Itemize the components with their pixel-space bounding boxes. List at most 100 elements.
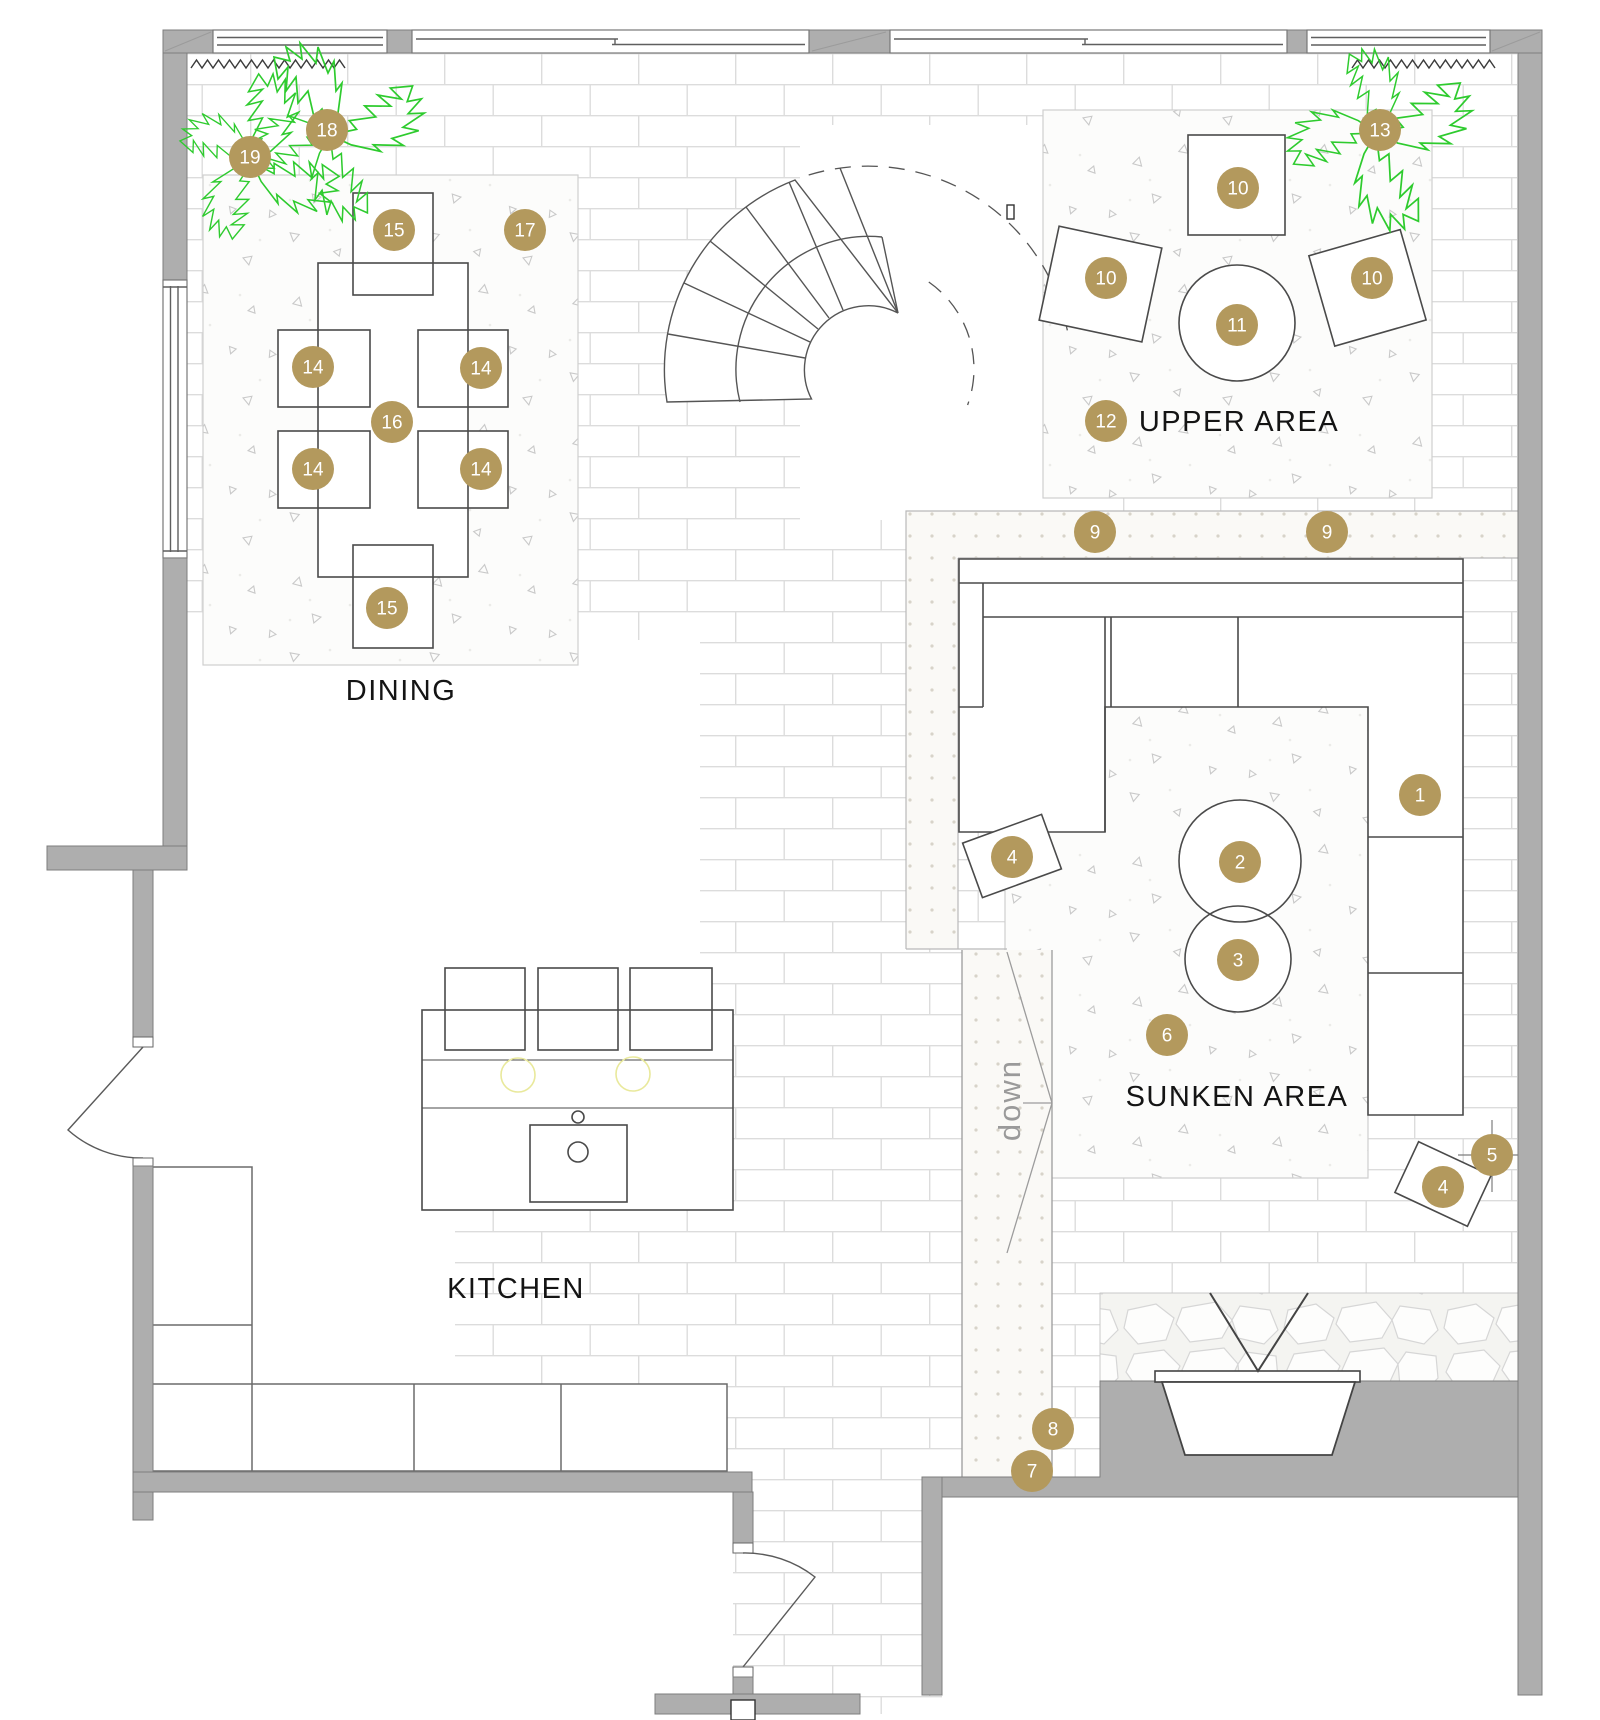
marker-circle — [1219, 841, 1261, 883]
marker-number: 14 — [470, 359, 492, 380]
walls — [46, 29, 1543, 1720]
marker-circle — [1074, 511, 1116, 553]
marker-number: 10 — [1095, 269, 1116, 290]
callout-marker-10: 10 — [1085, 257, 1127, 299]
upper-chair — [1038, 225, 1163, 343]
callout-marker-9: 9 — [1306, 511, 1348, 553]
spiral-stair — [663, 165, 1069, 406]
callout-marker-18: 18 — [306, 109, 348, 151]
label-upper-area: UPPER AREA — [1139, 406, 1339, 438]
wall-jog — [46, 845, 188, 871]
marker-number: 8 — [1048, 1420, 1059, 1441]
marker-number: 10 — [1227, 179, 1248, 200]
callout-marker-14: 14 — [460, 347, 502, 389]
marker-number: 9 — [1322, 523, 1333, 544]
callout-marker-7: 7 — [1011, 1450, 1053, 1492]
window-left — [162, 279, 188, 559]
marker-number: 14 — [302, 358, 324, 379]
dining-chair — [417, 329, 509, 408]
marker-circle — [292, 448, 334, 490]
marker-number: 4 — [1007, 848, 1018, 869]
callout-marker-15: 15 — [366, 587, 408, 629]
round-coffee-table — [1178, 799, 1302, 923]
callout-marker-12: 12 — [1085, 400, 1127, 442]
marker-number: 17 — [514, 221, 535, 242]
callout-marker-11: 11 — [1216, 304, 1258, 346]
callout-marker-14: 14 — [292, 448, 334, 490]
label-sunken-area: SUNKEN AREA — [1126, 1081, 1349, 1113]
sink-drain — [567, 1141, 589, 1163]
marker-number: 15 — [383, 221, 404, 242]
callout-marker-4: 4 — [991, 836, 1033, 878]
marker-circle — [1217, 167, 1259, 209]
marker-circle — [1422, 1166, 1464, 1208]
kitchen-stool — [629, 967, 713, 1051]
callout-marker-2: 2 — [1219, 841, 1261, 883]
kitchen-stool — [537, 967, 619, 1051]
sink-faucet — [571, 1110, 585, 1124]
marker-number: 6 — [1162, 1026, 1173, 1047]
callout-marker-3: 3 — [1217, 939, 1259, 981]
marker-circle — [460, 347, 502, 389]
callout-marker-14: 14 — [292, 346, 334, 388]
fireplace-lid — [1154, 1370, 1361, 1383]
upper-chair — [1307, 228, 1428, 348]
label-dining: DINING — [346, 675, 457, 707]
callout-marker-1: 1 — [1399, 774, 1441, 816]
dining-chair — [352, 192, 434, 296]
marker-number: 11 — [1227, 316, 1247, 337]
side-table — [1393, 1140, 1493, 1228]
door-left — [67, 1046, 144, 1159]
sunken-steps — [905, 510, 1518, 950]
marker-circle — [373, 209, 415, 251]
marker-circle — [1217, 939, 1259, 981]
kitchen-counter — [149, 1166, 728, 1472]
label-down: down — [992, 1059, 1027, 1141]
side-table — [961, 813, 1063, 899]
dining-chair — [417, 430, 509, 509]
curtain-left — [190, 58, 346, 70]
callout-marker-8: 8 — [1032, 1408, 1074, 1450]
upper-round-table — [1178, 264, 1296, 382]
marker-number: 4 — [1438, 1178, 1449, 1199]
marker-number: 12 — [1095, 412, 1116, 433]
upper-chair — [1187, 134, 1286, 236]
marker-circle — [371, 401, 413, 443]
marker-number: 5 — [1487, 1146, 1498, 1167]
fireplace-arrow — [1209, 1292, 1309, 1373]
marker-circle — [1399, 774, 1441, 816]
marker-circle — [1032, 1408, 1074, 1450]
kitchen-island — [421, 1009, 734, 1211]
label-kitchen: KITCHEN — [447, 1273, 585, 1305]
marker-number: 14 — [302, 460, 324, 481]
callout-marker-15: 15 — [373, 209, 415, 251]
marker-number: 9 — [1090, 523, 1101, 544]
hearth-stone — [1099, 1292, 1519, 1382]
callout-marker-13: 13 — [1359, 109, 1401, 151]
round-coffee-table — [1184, 905, 1292, 1013]
curtain-right — [1351, 58, 1496, 70]
marker-number: 3 — [1233, 951, 1244, 972]
fireplace-box — [1160, 1381, 1357, 1456]
marker-circle — [1085, 257, 1127, 299]
marker-circle — [292, 346, 334, 388]
marker-circle — [1146, 1014, 1188, 1056]
kitchen-set — [149, 967, 734, 1472]
marker-circle — [229, 136, 271, 178]
callout-marker-10: 10 — [1217, 167, 1259, 209]
kitchen-stool — [444, 967, 526, 1051]
marker-circle — [1359, 109, 1401, 151]
dining-chair — [277, 329, 371, 408]
dining-chair — [277, 430, 371, 509]
wall-bottom-exterior — [654, 1693, 861, 1715]
callout-marker-17: 17 — [504, 209, 546, 251]
callout-marker-10: 10 — [1351, 257, 1393, 299]
window-top — [212, 29, 1491, 54]
marker-number: 2 — [1235, 853, 1246, 874]
marker-number: 7 — [1027, 1462, 1038, 1483]
callout-marker-14: 14 — [460, 448, 502, 490]
marker-circle — [366, 587, 408, 629]
